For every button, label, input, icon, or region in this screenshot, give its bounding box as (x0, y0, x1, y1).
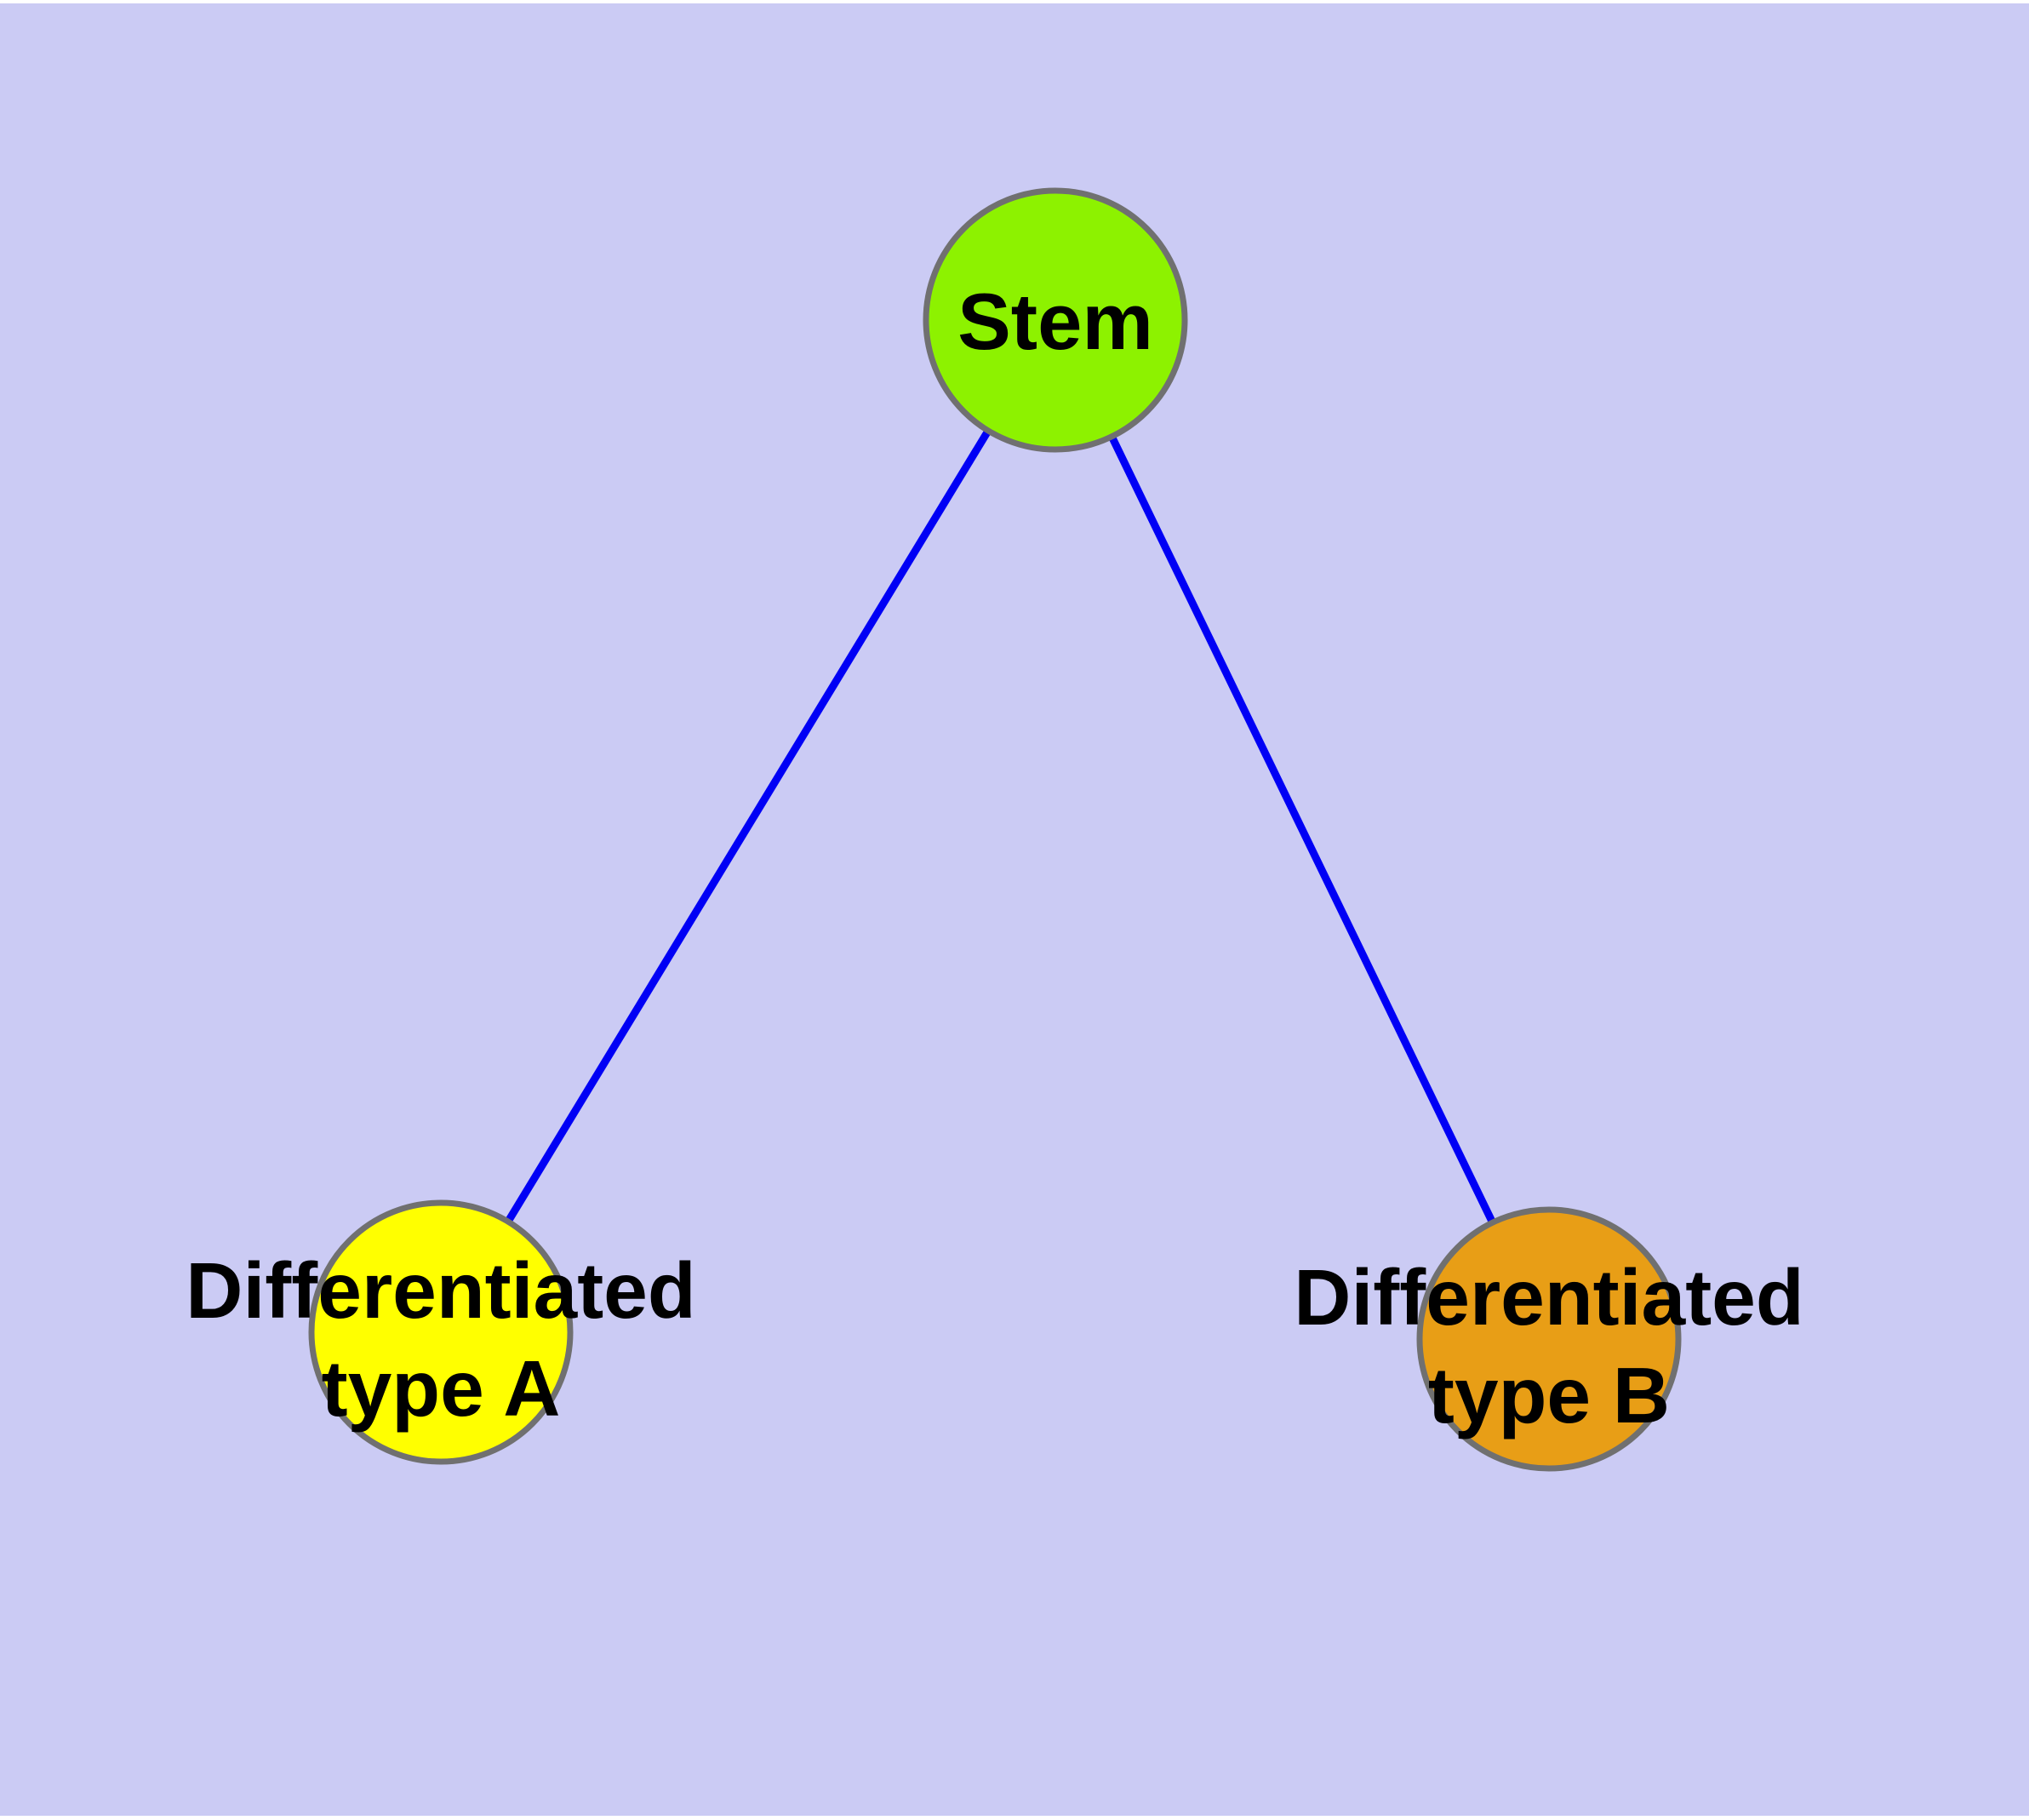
node-differentiated-type-b (1416, 1206, 1682, 1472)
node-stem (923, 187, 1188, 453)
edge-stem-to-type-b (1051, 318, 1553, 1341)
edge-stem-to-type-a (437, 318, 1059, 1335)
node-stem-label: Stem (957, 277, 1153, 366)
node-differentiated-type-a (308, 1199, 574, 1465)
node-type-a-label-line2: type A (322, 1344, 561, 1433)
node-type-a-label-line1: Differentiated (186, 1246, 695, 1335)
node-type-b-label-line1: Differentiated (1294, 1253, 1803, 1342)
node-type-b-label-line2: type B (1428, 1351, 1670, 1439)
